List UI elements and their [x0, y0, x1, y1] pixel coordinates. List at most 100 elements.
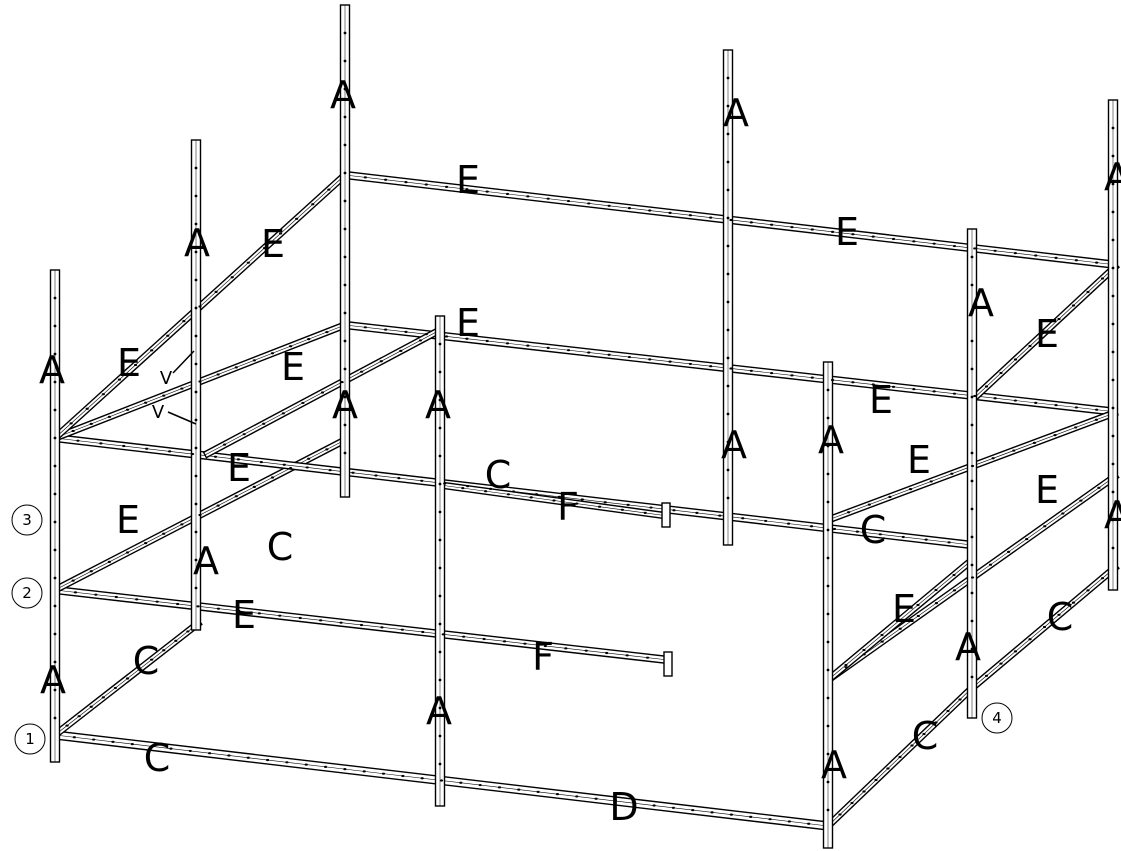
- post-hole: [438, 370, 442, 374]
- rail-hole: [855, 530, 859, 533]
- rail-hole: [125, 677, 130, 680]
- rail-hole: [534, 493, 539, 496]
- rail-hole: [993, 397, 997, 400]
- post-hole: [343, 227, 347, 231]
- post-hole: [726, 300, 730, 304]
- post-hole: [726, 468, 730, 472]
- rail-hole: [443, 482, 447, 485]
- rail-hole: [125, 408, 130, 411]
- post-hole: [438, 342, 442, 346]
- rail-hole: [237, 609, 241, 613]
- post-hole: [53, 380, 57, 384]
- rail-hole: [648, 209, 652, 212]
- post-hole: [194, 306, 198, 310]
- rail-hole: [190, 452, 195, 456]
- rail-hole: [424, 333, 428, 336]
- label-v-lower: V: [152, 402, 165, 423]
- rail-hole: [598, 505, 602, 508]
- rail-hole: [871, 235, 875, 238]
- rail-hole: [830, 378, 835, 382]
- rail-hole: [325, 448, 329, 451]
- rail-hole: [952, 244, 957, 248]
- post-hole: [1111, 546, 1115, 550]
- rail-hole: [770, 371, 774, 375]
- rail-hole: [1013, 650, 1018, 653]
- rail-hole: [958, 698, 962, 701]
- rail-hole: [257, 612, 261, 615]
- post-hole: [826, 780, 830, 784]
- rail-hole: [912, 388, 916, 391]
- leader-v-upper: [172, 350, 195, 374]
- rail-hole: [1053, 434, 1057, 437]
- rail-hole: [462, 635, 466, 638]
- label-a-0: A: [330, 73, 356, 117]
- level-marker-4-circle: [981, 702, 1013, 734]
- rail-hole: [327, 188, 331, 191]
- rail-hole: [176, 602, 180, 606]
- post-hole: [343, 171, 347, 175]
- rail-hole: [768, 818, 772, 821]
- post-hole: [826, 444, 830, 448]
- post-hole: [438, 454, 442, 458]
- rail-hole: [133, 363, 138, 367]
- rail-hole: [227, 754, 231, 757]
- post-hole: [53, 660, 57, 664]
- rail-hole: [323, 765, 328, 768]
- post-hole: [970, 451, 974, 455]
- rail-hole: [162, 649, 166, 652]
- rail-hole: [485, 339, 489, 343]
- post-hole: [970, 311, 974, 315]
- post-back-left: [190, 139, 202, 631]
- rail-hole: [180, 523, 184, 526]
- post-hole: [970, 367, 974, 371]
- post-hole: [438, 538, 442, 542]
- rail-hole: [934, 602, 938, 605]
- rail-hole: [216, 504, 220, 507]
- rail-hole: [222, 443, 227, 446]
- label-a-1: A: [723, 91, 749, 135]
- post-hole: [970, 507, 974, 511]
- rail-hole: [1042, 331, 1047, 334]
- post-hole: [970, 283, 974, 287]
- label-a-8: A: [721, 423, 747, 467]
- rail-hole: [144, 401, 148, 404]
- rail-hole: [340, 380, 344, 384]
- rail-hole: [73, 591, 78, 594]
- post-hole: [53, 296, 57, 300]
- level-marker-2: 2: [22, 584, 32, 602]
- rail-hole: [741, 517, 745, 520]
- rail-hole: [952, 392, 957, 395]
- post-hole: [1111, 238, 1115, 242]
- post-hole: [53, 520, 57, 524]
- rail-hole: [242, 433, 246, 436]
- post-hole: [194, 166, 198, 170]
- rail-hole: [575, 502, 579, 505]
- post-hole: [53, 492, 57, 496]
- post-hole: [343, 311, 347, 315]
- post-hole: [726, 132, 730, 136]
- post-hole: [194, 390, 198, 394]
- rail-hole: [891, 385, 896, 388]
- rail-hole: [214, 290, 218, 293]
- rail-hole: [278, 614, 282, 617]
- rail-hole: [363, 176, 367, 179]
- leader-v-lower: [167, 411, 197, 425]
- label-c-4: C: [1047, 595, 1074, 639]
- rail-hole: [295, 217, 299, 220]
- rail-hole: [278, 232, 283, 235]
- rail-hole: [511, 490, 516, 493]
- post-hole: [438, 622, 442, 626]
- post-hole: [726, 244, 730, 248]
- label-a-4: A: [332, 383, 358, 427]
- rail-hole: [652, 804, 656, 807]
- label-e-5: E: [281, 345, 305, 389]
- rail-hole: [1100, 277, 1105, 280]
- rail-hole: [76, 439, 80, 442]
- rail-hole: [424, 183, 428, 186]
- rail-hole: [536, 790, 540, 793]
- rail-hole: [668, 360, 672, 363]
- rail-hole: [880, 633, 884, 637]
- rail-hole: [461, 487, 465, 490]
- rail-hole: [952, 589, 957, 592]
